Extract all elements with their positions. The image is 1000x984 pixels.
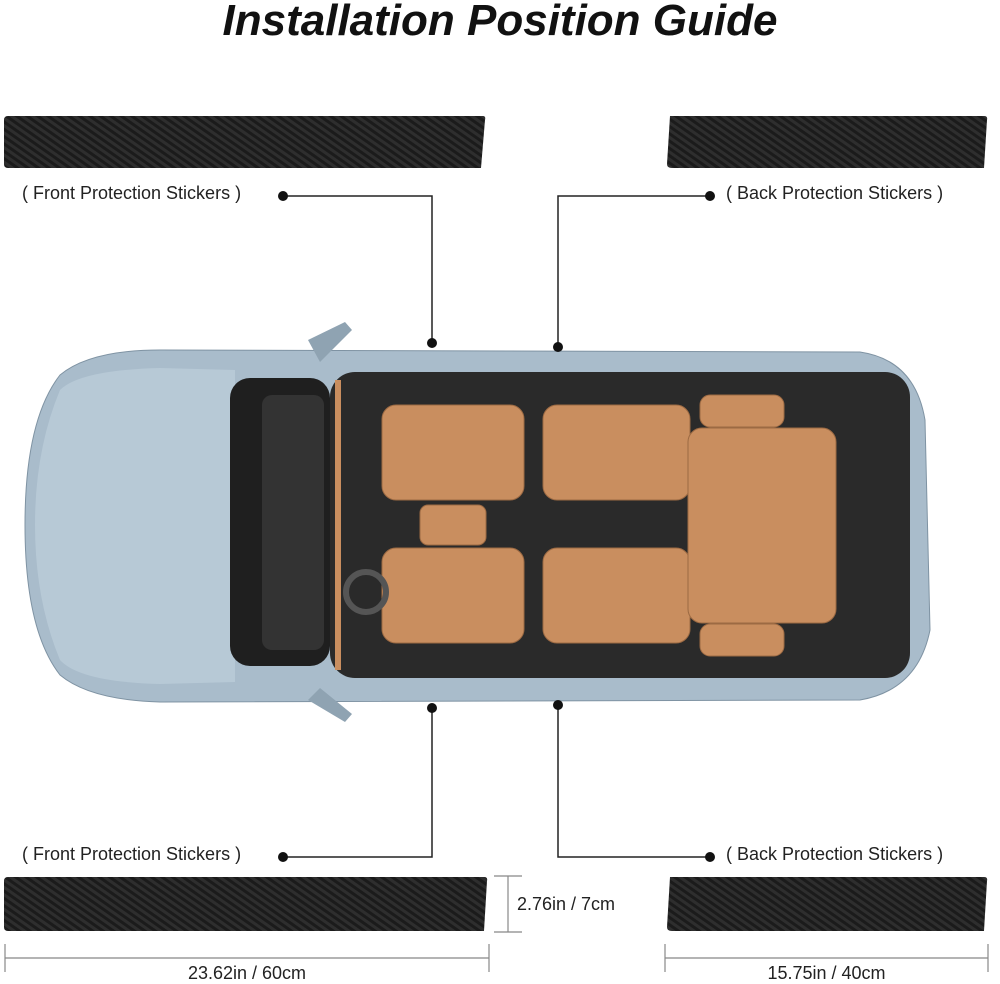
dot (705, 191, 715, 201)
dot (705, 852, 715, 862)
leader-front-top (283, 195, 433, 343)
leader-back-bottom (557, 705, 710, 858)
dot (278, 191, 288, 201)
front-sticker-label-bottom: ( Front Protection Stickers ) (22, 844, 242, 864)
front-length-dimension: 23.62in / 60cm (187, 963, 307, 983)
dot (278, 852, 288, 862)
back-sticker-bottom (667, 877, 988, 931)
back-sticker-label-bottom: ( Back Protection Stickers ) (726, 844, 944, 864)
back-sticker-label-top: ( Back Protection Stickers ) (726, 183, 944, 203)
dot (427, 703, 437, 713)
dot (553, 700, 563, 710)
dot (553, 342, 563, 352)
leader-back-top (557, 195, 710, 347)
height-dimension: 2.76in / 7cm (517, 894, 616, 914)
car-top-view (24, 322, 931, 722)
front-sticker-label-top: ( Front Protection Stickers ) (22, 183, 242, 203)
front-sticker-bottom (4, 877, 488, 931)
front-sticker-top (4, 116, 486, 168)
page-title: Installation Position Guide (222, 0, 778, 45)
dot (427, 338, 437, 348)
back-sticker-top (667, 116, 988, 168)
leader-front-bottom (283, 708, 433, 858)
back-length-dimension: 15.75in / 40cm (767, 963, 886, 983)
